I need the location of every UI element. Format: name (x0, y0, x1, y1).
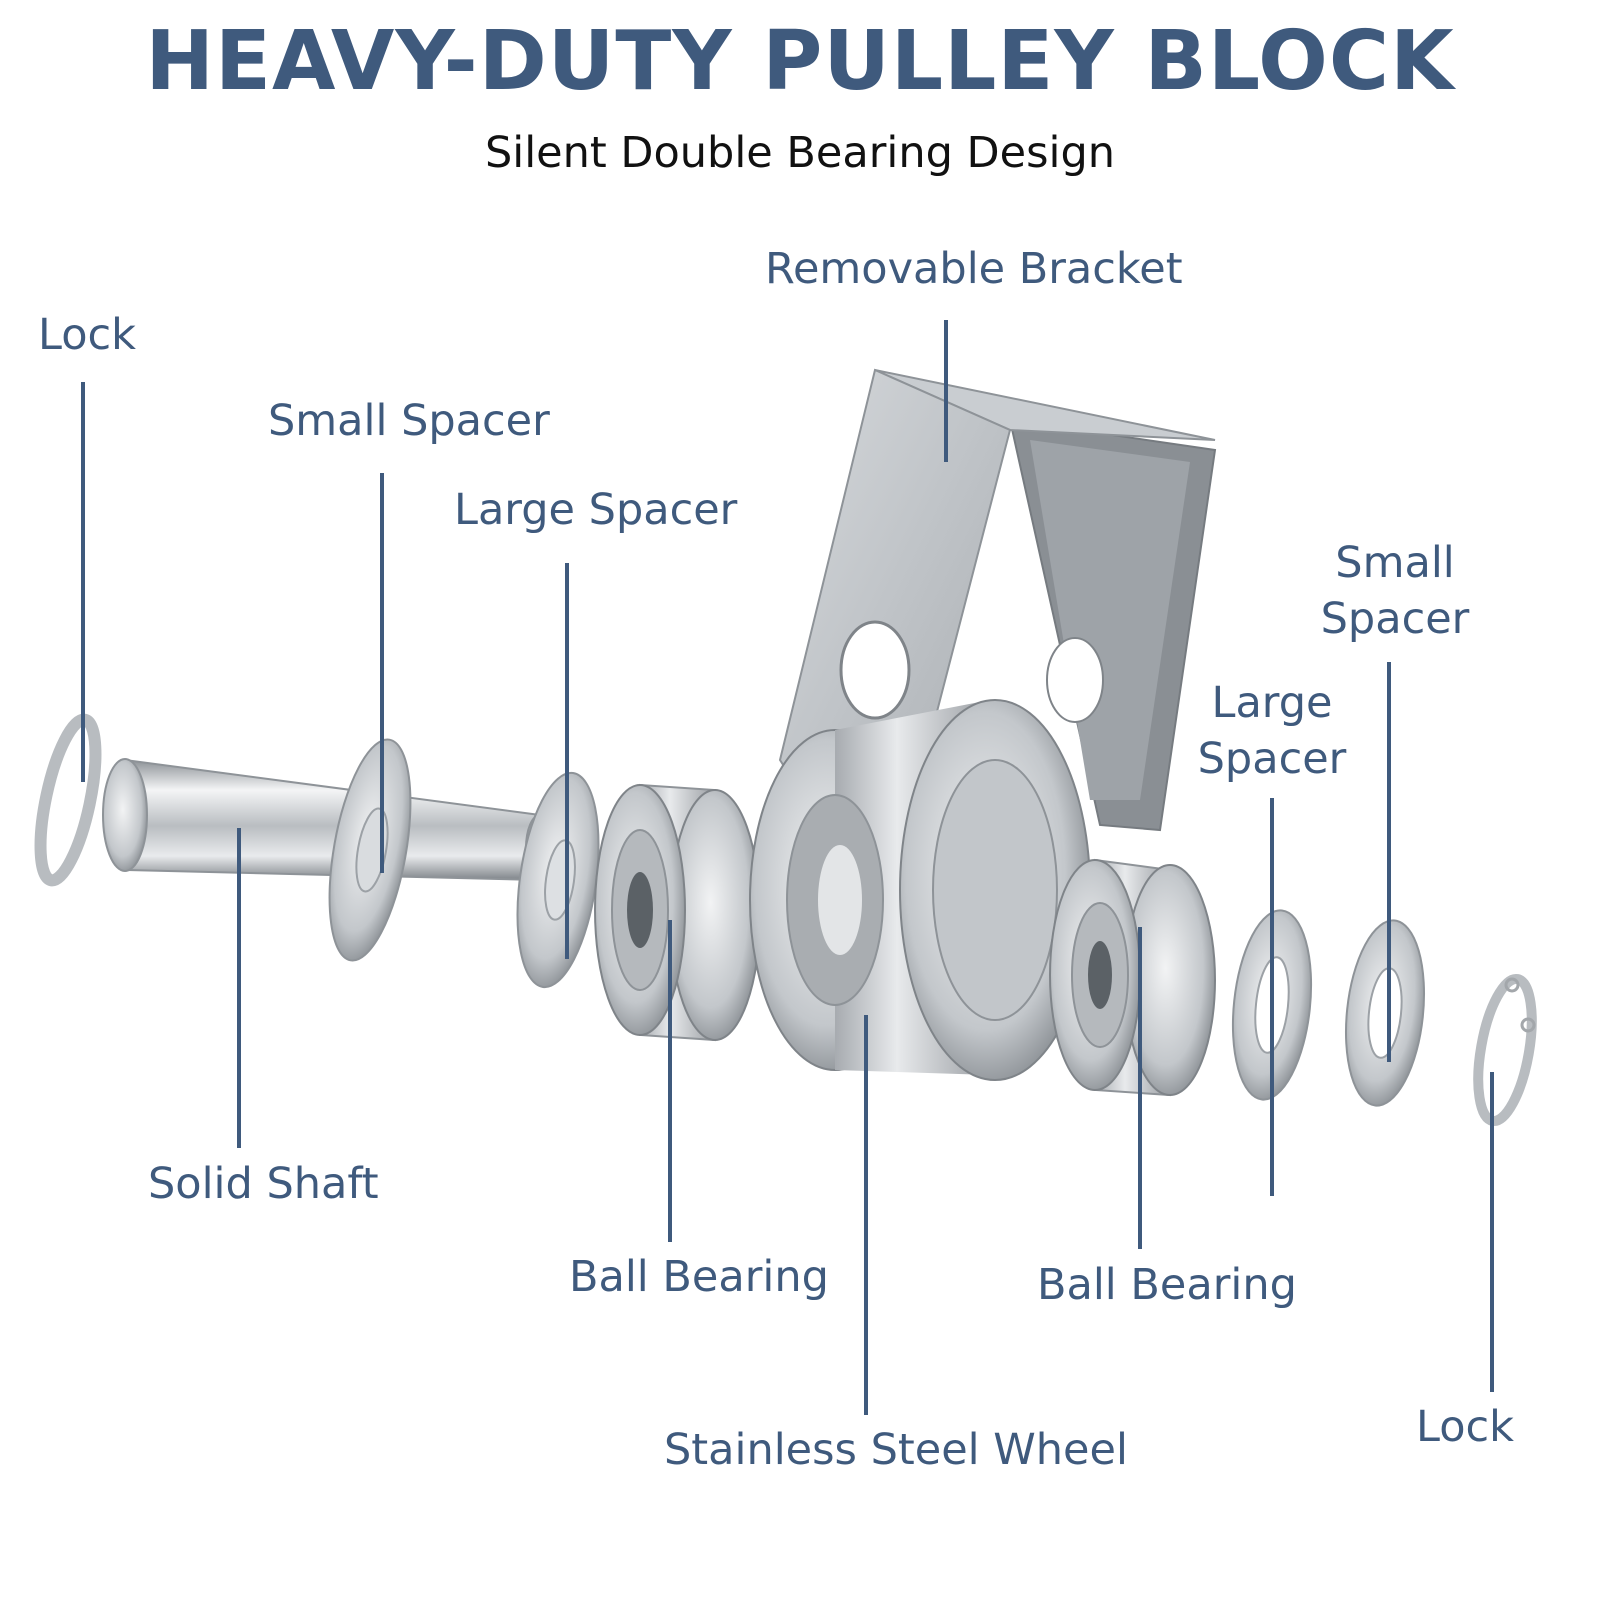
ball-bearing-left (594, 783, 761, 1042)
leader-large-spacer-left (565, 563, 569, 959)
label-ball-bearing-left: Ball Bearing (569, 1252, 829, 1302)
page-title: HEAVY-DUTY PULLEY BLOCK (145, 14, 1455, 109)
leader-small-spacer-right (1387, 662, 1391, 1062)
label-solid-shaft: Solid Shaft (148, 1159, 379, 1209)
solid-shaft (102, 758, 555, 882)
label-stainless-steel-wheel: Stainless Steel Wheel (664, 1425, 1128, 1475)
label-large-spacer-right-line1: Large (1211, 678, 1333, 728)
label-small-spacer-right-line1: Small (1335, 538, 1455, 588)
label-small-spacer-left: Small Spacer (268, 396, 550, 446)
label-small-spacer-right-line2: Spacer (1320, 594, 1470, 644)
leader-large-spacer-right (1270, 798, 1274, 1196)
label-large-spacer-left: Large Spacer (454, 485, 738, 535)
leader-solid-shaft (237, 828, 241, 1148)
label-large-spacer-right: Large Spacer (1192, 675, 1352, 787)
small-spacer-right (1344, 919, 1426, 1107)
leader-lock-right (1490, 1072, 1494, 1392)
stainless-steel-wheel (749, 699, 1091, 1081)
label-ball-bearing-right: Ball Bearing (1037, 1260, 1297, 1310)
label-large-spacer-right-line2: Spacer (1197, 734, 1347, 784)
leader-removable-bracket (944, 320, 948, 462)
large-spacer-left (516, 771, 600, 989)
leader-ball-bearing-right (1138, 927, 1142, 1249)
removable-bracket (778, 368, 1217, 837)
small-spacer-left (328, 738, 412, 962)
leader-stainless-steel-wheel (864, 1015, 868, 1415)
page-subtitle: Silent Double Bearing Design (484, 128, 1116, 178)
ball-bearing-right (1049, 858, 1216, 1097)
label-lock-left: Lock (38, 310, 137, 360)
label-removable-bracket: Removable Bracket (765, 244, 1183, 294)
leader-ball-bearing-left (668, 920, 672, 1242)
leader-lock-left (81, 382, 85, 782)
lock-ring-left (34, 713, 102, 887)
leader-small-spacer-left (380, 473, 384, 873)
label-lock-right: Lock (1416, 1402, 1515, 1452)
lock-ring-right (1473, 973, 1537, 1127)
label-small-spacer-right: Small Spacer (1315, 535, 1475, 647)
